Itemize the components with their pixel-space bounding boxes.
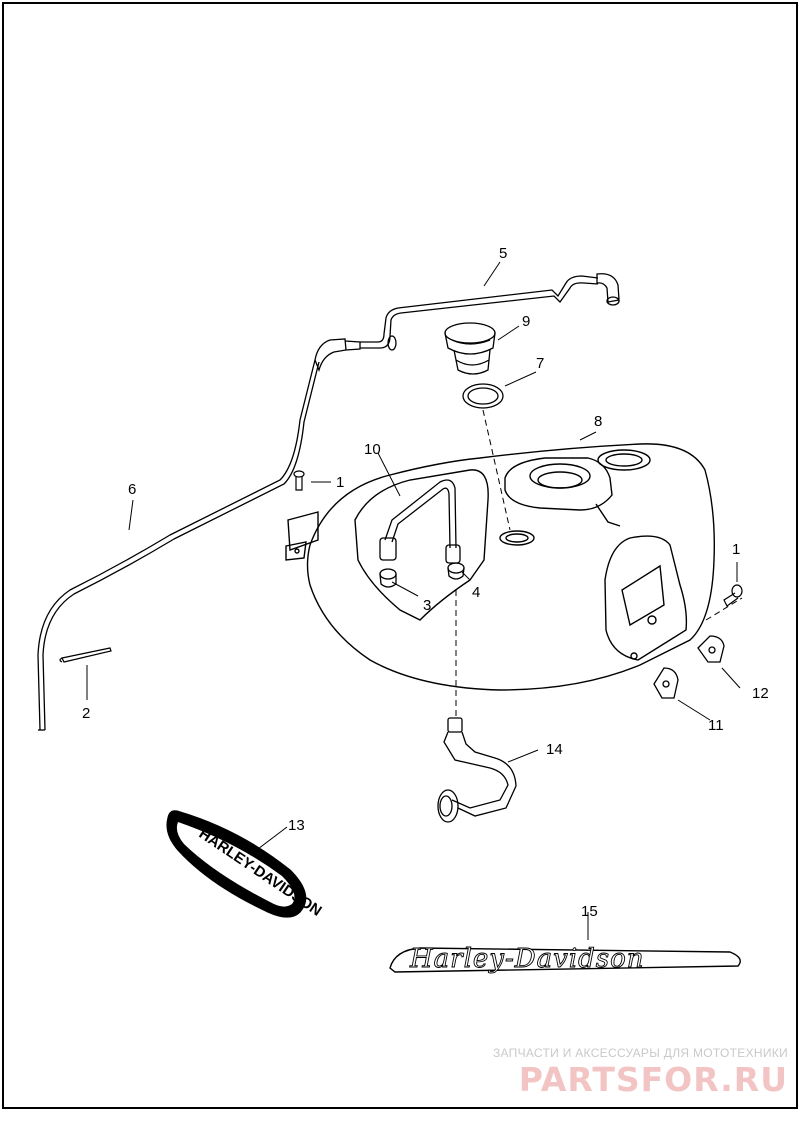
part-5-vent-tube xyxy=(360,273,620,351)
callout-10: 10 xyxy=(364,441,381,458)
script-logo-text: Harley-Davidson xyxy=(409,944,645,974)
callout-4: 4 xyxy=(472,584,480,601)
part-7-gasket xyxy=(462,383,504,409)
alignment-lines xyxy=(455,409,743,720)
callout-9: 9 xyxy=(522,313,530,330)
part-11-bracket xyxy=(653,667,679,699)
diagram-border xyxy=(2,2,798,1109)
callout-15: 15 xyxy=(581,903,598,920)
watermark-tagline: ЗАПЧАСТИ И АКСЕССУАРЫ ДЛЯ МОТОТЕХНИКИ xyxy=(492,1046,788,1060)
callout-1-front: 1 xyxy=(336,474,344,491)
callout-2: 2 xyxy=(82,705,90,722)
part-9-fuel-cap xyxy=(444,322,496,375)
callout-1-rear: 1 xyxy=(732,541,740,558)
part-10-fuel-line xyxy=(379,479,461,564)
part-1-screw-rear xyxy=(723,584,743,607)
part-3-fitting xyxy=(379,568,397,588)
callout-5: 5 xyxy=(499,245,507,262)
callout-6: 6 xyxy=(128,481,136,498)
part-8-fuel-tank xyxy=(285,443,715,691)
part-1-screw-front xyxy=(293,470,305,491)
callout-13: 13 xyxy=(288,817,305,834)
part-15-script-logo xyxy=(389,947,741,973)
part-6-vent-hose xyxy=(37,338,361,731)
part-4-fitting xyxy=(447,562,465,580)
callout-7: 7 xyxy=(536,355,544,372)
part-14-fuel-hose xyxy=(437,717,517,823)
callout-12: 12 xyxy=(752,685,769,702)
part-12-bracket xyxy=(697,635,725,663)
callout-3: 3 xyxy=(423,597,431,614)
part-2-cable-strap xyxy=(59,647,112,663)
watermark-brand: PARTSFOR.RU xyxy=(518,1060,788,1099)
callout-8: 8 xyxy=(594,413,602,430)
leader-lines xyxy=(86,261,741,940)
part-13-tank-emblem xyxy=(166,810,307,918)
callout-11: 11 xyxy=(708,717,724,734)
callout-14: 14 xyxy=(546,741,563,758)
